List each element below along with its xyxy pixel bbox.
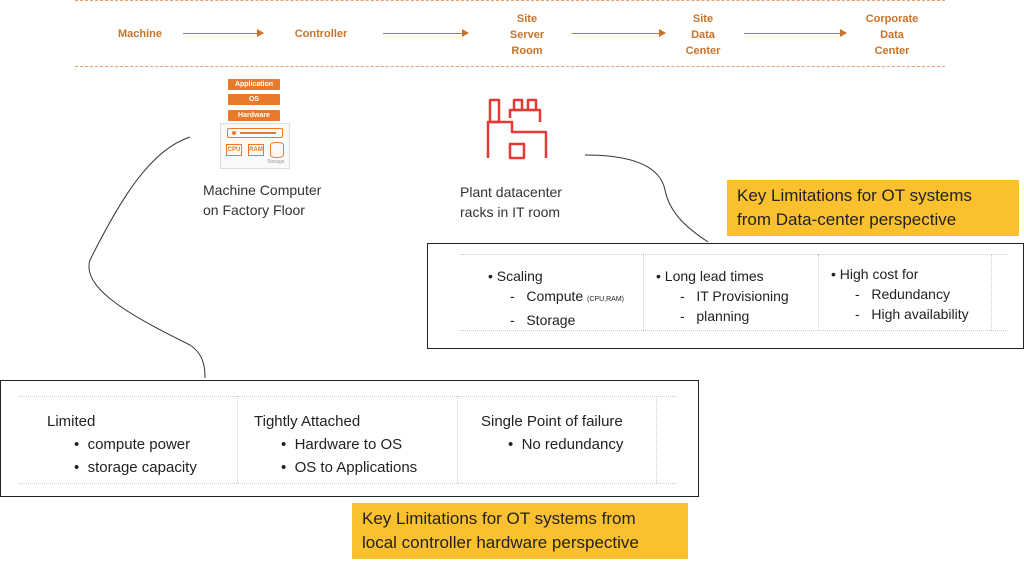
storage-disk-icon	[270, 142, 284, 158]
single-point-heading: Single Point of failure	[481, 413, 623, 430]
storage-chip-label: Storage	[267, 159, 285, 165]
tightly-attached-column: Tightly Attached • Hardware to OS • OS t…	[254, 410, 417, 479]
single-point-redundancy-item: No redundancy	[521, 436, 624, 453]
ram-chip-icon: RAM	[248, 144, 264, 156]
controller-limitations-callout: Key Limitations for OT systems from loca…	[352, 503, 688, 559]
connector-plant-to-datacenter-box	[584, 154, 709, 243]
flow-step-corporate-data-center: Corporate Data Center	[865, 13, 919, 57]
application-layer-label: Application	[228, 79, 280, 90]
plant-datacenter-caption: Plant datacenter racks in IT room	[460, 184, 562, 220]
controller-limitations-box: Limited • compute power • storage capaci…	[0, 380, 699, 497]
limited-compute-item: compute power	[87, 436, 191, 453]
flow-arrow-2	[383, 29, 469, 37]
single-point-column: Single Point of failure • No redundancy	[481, 410, 623, 456]
factory-icon	[486, 98, 548, 160]
tightly-attached-os-apps-item: OS to Applications	[294, 459, 418, 476]
scaling-compute-item: Compute	[526, 288, 584, 304]
tightly-attached-heading: Tightly Attached	[254, 413, 361, 430]
lead-times-provisioning-item: IT Provisioning	[696, 288, 789, 304]
lead-times-heading: Long lead times	[664, 268, 764, 284]
os-layer-label: OS	[228, 94, 280, 105]
datacenter-limitations-callout: Key Limitations for OT systems from Data…	[727, 180, 1019, 236]
scaling-column: • Scaling - Compute (CPU,RAM) - Storage	[488, 268, 624, 328]
server-rail-icon	[227, 128, 283, 138]
high-cost-column: • High cost for - Redundancy - High avai…	[831, 266, 969, 322]
ram-chip-label: RAM	[249, 147, 263, 153]
scaling-heading: Scaling	[496, 268, 543, 284]
high-cost-heading: High cost for	[839, 266, 919, 282]
flow-bottom-divider	[75, 66, 945, 67]
hardware-layer-label: Hardware	[228, 110, 280, 121]
limited-column: Limited • compute power • storage capaci…	[47, 410, 197, 479]
connector-machine-to-controller-box	[88, 136, 206, 379]
datacenter-limitations-box: • Scaling - Compute (CPU,RAM) - Storage …	[427, 243, 1024, 349]
lead-times-column: • Long lead times - IT Provisioning - pl…	[656, 268, 789, 324]
server-board-icon: CPU RAM Storage	[220, 123, 290, 169]
high-cost-availability-item: High availability	[871, 306, 969, 322]
limited-heading: Limited	[47, 413, 96, 430]
limited-storage-item: storage capacity	[87, 459, 197, 476]
flow-step-machine: Machine	[117, 28, 162, 40]
scaling-storage-item: Storage	[526, 312, 576, 328]
flow-top-divider	[75, 0, 945, 1]
flow-arrow-3	[572, 29, 666, 37]
machine-computer-icon: Application OS Hardware CPU RAM Storage	[218, 78, 290, 170]
flow-arrow-4	[744, 29, 847, 37]
lead-times-planning-item: planning	[696, 308, 750, 324]
machine-computer-caption: Machine Computer on Factory Floor	[203, 182, 322, 218]
flow-step-site-server-room: Site Server Room	[509, 13, 545, 57]
high-cost-redundancy-item: Redundancy	[871, 286, 950, 302]
flow-step-site-data-center: Site Data Center	[685, 13, 721, 57]
scaling-compute-note: (CPU,RAM)	[587, 296, 624, 303]
cpu-chip-label: CPU	[227, 147, 241, 153]
cpu-chip-icon: CPU	[226, 144, 242, 156]
flow-arrow-1	[183, 29, 264, 37]
flow-step-controller: Controller	[294, 28, 348, 40]
tightly-attached-hw-os-item: Hardware to OS	[294, 436, 403, 453]
